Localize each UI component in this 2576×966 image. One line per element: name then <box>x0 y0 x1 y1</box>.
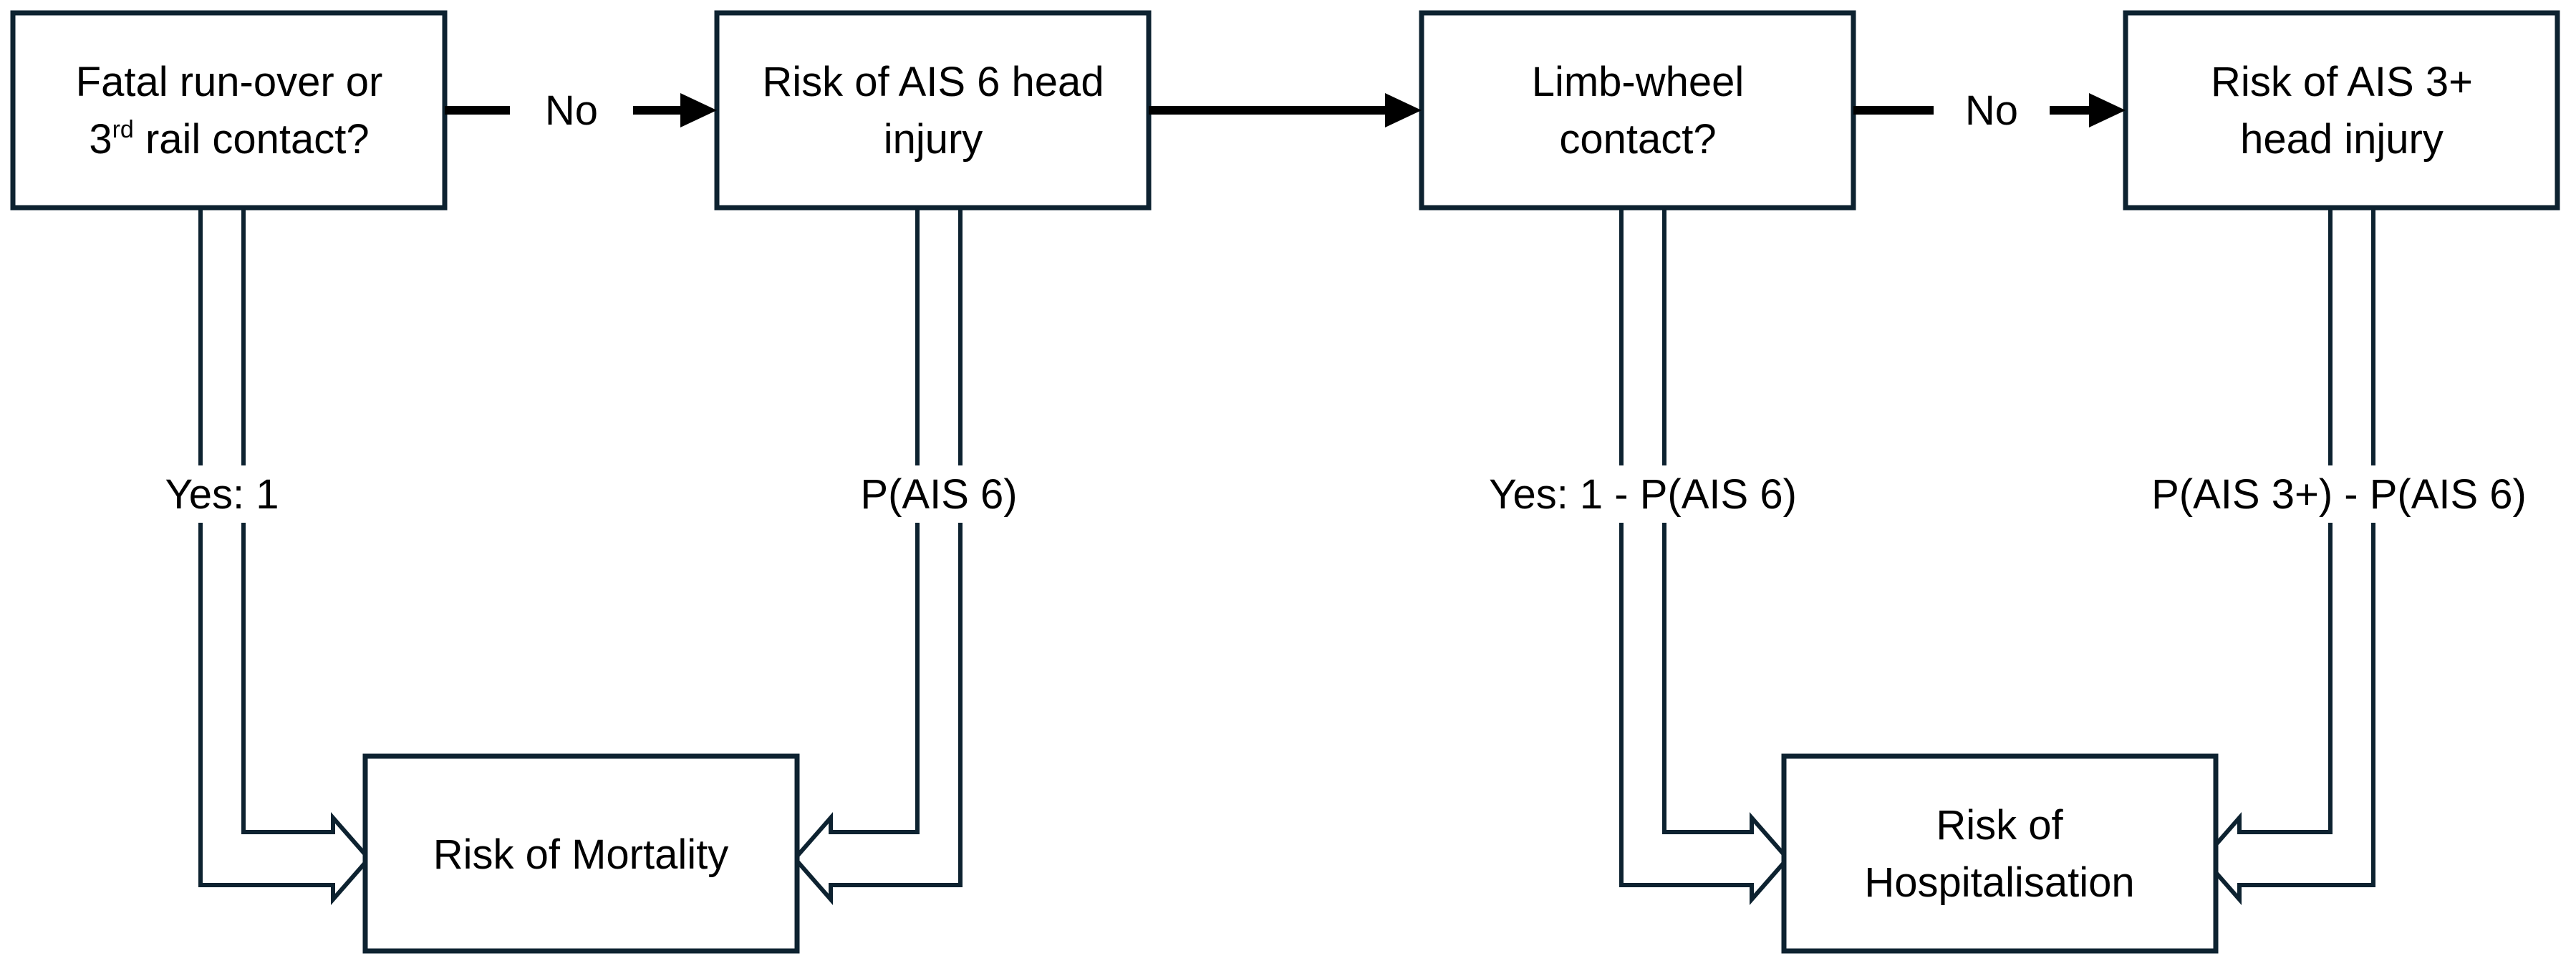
limb-wheel-label-line2: contact? <box>1559 116 1716 163</box>
mortality-label: Risk of Mortality <box>433 831 729 878</box>
ais3-head-label-line1: Risk of AIS 3+ <box>2211 59 2473 105</box>
ais6-head-box <box>714 10 1152 211</box>
fatal-to-mortality-edge-label: Yes: 1 <box>165 471 279 518</box>
ais6-to-mortality-arrow <box>792 206 963 905</box>
mortality-box <box>362 753 800 954</box>
limb-to-ais3-arrowhead <box>2089 93 2126 127</box>
fatal-runover-box <box>10 10 448 211</box>
limb-to-hosp-label-mask <box>1471 465 1815 523</box>
ais3-head-box <box>2123 10 2560 211</box>
limb-to-hospitalisation-arrow <box>1619 206 1790 905</box>
fatal-runover-label-line1: Fatal run-over or <box>76 59 383 105</box>
ais6-to-mortality-edge-label: P(AIS 6) <box>860 471 1017 518</box>
ais3-to-hospitalisation-arrow <box>2201 206 2375 905</box>
ais6-to-mortality-label-mask <box>828 465 1050 523</box>
limb-wheel-box <box>1419 10 1856 211</box>
hospitalisation-box <box>1781 753 2219 954</box>
fatal-to-ais6-edge-label: No <box>545 87 598 134</box>
ais3-head-label-line2: head injury <box>2240 116 2444 163</box>
limb-to-ais3-edge-label: No <box>1965 87 2018 134</box>
fatal-to-ais6-arrowhead <box>680 93 717 127</box>
ais3-to-hosp-label-mask <box>2123 465 2555 523</box>
fatal-to-mortality-label-mask <box>158 465 286 523</box>
limb-wheel-label-line1: Limb-wheel <box>1532 59 1745 105</box>
hospitalisation-label-line2: Hospitalisation <box>1864 859 2134 906</box>
fatal-runover-label-line2: 3rd rail contact? <box>89 116 369 163</box>
ais6-to-limb-arrowhead <box>1385 93 1422 127</box>
ais6-head-label-line2: injury <box>884 116 983 163</box>
limb-to-hospitalisation-edge-label: Yes: 1 - P(AIS 6) <box>1489 471 1797 518</box>
ais3-to-hospitalisation-edge-label: P(AIS 3+) - P(AIS 6) <box>2151 471 2527 518</box>
ais6-head-label-line1: Risk of AIS 6 head <box>762 59 1104 105</box>
fatal-to-mortality-arrow <box>198 206 372 905</box>
hospitalisation-label-line1: Risk of <box>1936 802 2063 849</box>
